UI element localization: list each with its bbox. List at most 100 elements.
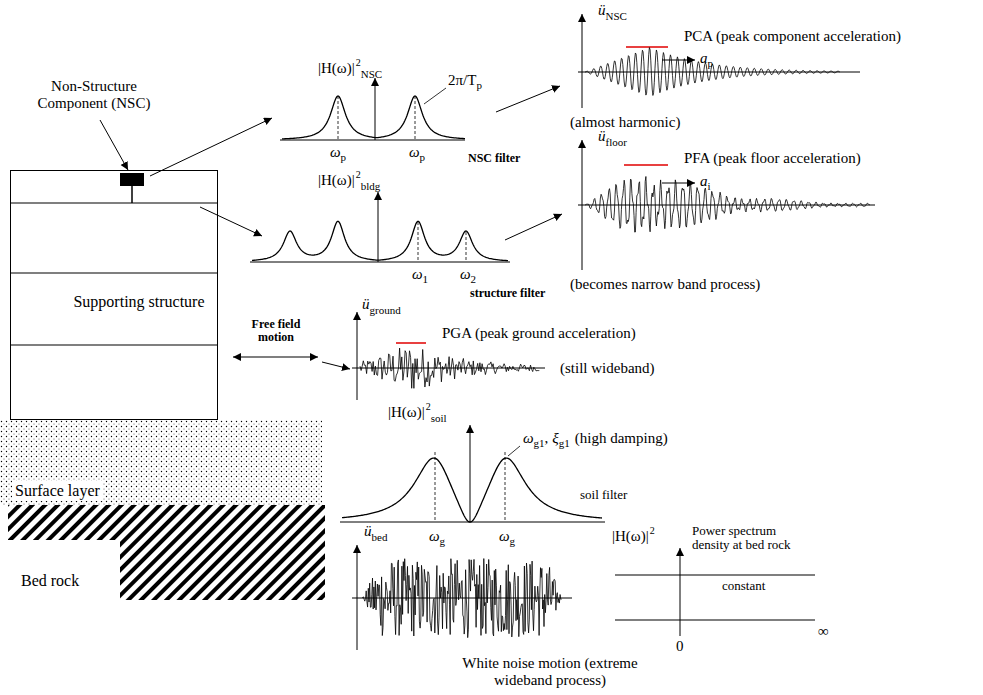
text-label: soil filter	[580, 488, 627, 502]
subscript-label: bldg	[361, 180, 381, 192]
text-label: PCA (peak component acceleration)	[684, 28, 901, 45]
subscript-label: p	[341, 151, 347, 163]
drawn-line	[10, 344, 218, 345]
text-label: PGA (peak ground acceleration)	[442, 325, 636, 342]
bed-rock: Bed rock	[0, 505, 325, 600]
text-label: ü	[362, 296, 370, 313]
text-label: NSC filter	[468, 152, 520, 165]
text-label: PFA (peak floor acceleration)	[684, 150, 861, 167]
text-label: constant	[722, 579, 765, 593]
drawn-line	[624, 164, 668, 166]
text-label: a	[700, 50, 708, 67]
drawn-line	[100, 120, 128, 170]
floor-acceleration-trace	[585, 177, 870, 233]
text-label: ∞	[818, 623, 829, 640]
drawn-line	[396, 342, 426, 344]
text-label: a	[700, 173, 708, 190]
drawn-shape	[8, 505, 325, 600]
text-label: ü	[598, 128, 606, 145]
text-label: (high damping)	[575, 430, 668, 447]
text-label: |H(ω)|	[612, 528, 649, 545]
drawn-line	[505, 214, 562, 240]
drawn-line	[200, 207, 262, 236]
superscript-label: 2	[426, 401, 431, 412]
drawn-shape	[252, 48, 870, 638]
subscript-label: p	[476, 79, 482, 91]
text-label: ω	[499, 528, 510, 545]
node-label: Surface layer	[12, 481, 103, 501]
drawn-line	[10, 272, 218, 273]
subscript-label: 2	[471, 273, 477, 285]
drawn-line	[508, 446, 520, 456]
drawn-line	[435, 452, 436, 522]
drawn-line	[250, 262, 510, 263]
text-label: Free field motion	[236, 318, 316, 344]
drawn-shape	[120, 173, 144, 186]
subscript-label: NSC	[361, 68, 382, 80]
supporting-structure: Supporting structure	[10, 170, 218, 420]
drawn-line	[357, 312, 358, 400]
drawn-line	[233, 356, 318, 357]
drawn-line	[378, 192, 379, 262]
drawn-shape	[0, 420, 322, 505]
drawn-line	[626, 46, 668, 48]
subscript-label: bed	[372, 531, 388, 543]
drawn-line	[662, 183, 695, 184]
text-label: Power spectrum density at bed rock	[692, 524, 810, 553]
node-label: Bed rock	[18, 571, 82, 591]
subscript-label: i	[708, 180, 711, 192]
text-label: |H(ω)|	[388, 404, 425, 421]
superscript-label: 2	[650, 525, 655, 536]
drawn-line	[496, 86, 560, 112]
subscript-label: 1	[423, 273, 429, 285]
bedrock-noise-trace	[362, 559, 562, 638]
drawn-line	[280, 140, 465, 141]
text-label: ξ	[552, 430, 558, 447]
text-label: ω	[409, 144, 420, 161]
text-label: ω	[412, 266, 423, 283]
drawn-line	[615, 574, 815, 575]
structure-filter-curve	[252, 221, 508, 260]
drawn-line	[352, 368, 545, 369]
text-label: |H(ω)|	[318, 60, 355, 77]
text-label: |H(ω)|	[318, 172, 355, 189]
text-label: ü	[598, 2, 606, 19]
text-label: White noise motion (extreme wideband pro…	[440, 655, 660, 688]
drawn-line	[150, 118, 272, 176]
text-label: (becomes narrow band process)	[570, 276, 760, 293]
subscript-label: soil	[431, 412, 447, 424]
drawn-line	[424, 88, 446, 104]
superscript-label: 2	[356, 169, 361, 180]
drawn-line	[680, 548, 681, 636]
text-label: ω	[429, 528, 440, 545]
subscript-label: ground	[370, 304, 401, 316]
drawn-line	[466, 232, 467, 262]
node-label: Supporting structure	[73, 293, 205, 311]
drawn-line	[340, 522, 605, 523]
nsc-acceleration-trace	[585, 48, 840, 96]
drawn-line	[578, 205, 875, 206]
subscript-label: g1	[559, 437, 570, 449]
text-label: (almost harmonic)	[570, 114, 680, 131]
drawn-line	[131, 186, 133, 203]
drawn-line	[470, 425, 471, 522]
subscript-label: g1	[534, 437, 545, 449]
subscript-label: p	[420, 151, 426, 163]
drawn-line	[418, 222, 419, 262]
text-label: ü	[364, 523, 372, 540]
superscript-label: 2	[356, 57, 361, 68]
drawn-line	[505, 452, 506, 522]
drawn-line	[322, 362, 350, 369]
subscript-label: floor	[606, 136, 627, 148]
text-label: structure filter	[470, 287, 545, 300]
text-label: (still wideband)	[560, 360, 655, 377]
text-label: ω	[330, 144, 341, 161]
text-label: ,	[545, 430, 549, 447]
subscript-label: p	[708, 57, 714, 69]
ground-acceleration-trace	[360, 348, 539, 388]
subscript-label: g	[440, 535, 446, 547]
text-label: Non-Structure Component (NSC)	[30, 78, 158, 111]
drawn-line	[415, 96, 416, 140]
drawn-line	[582, 14, 583, 108]
text-label: 2π/T	[448, 72, 476, 89]
